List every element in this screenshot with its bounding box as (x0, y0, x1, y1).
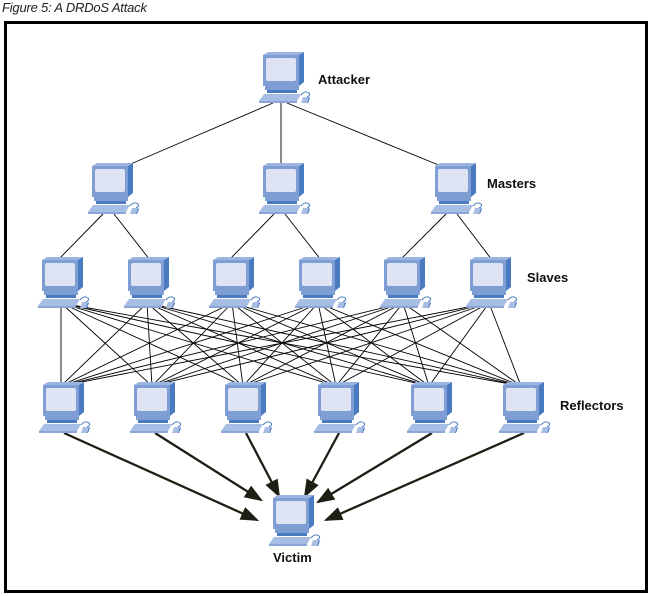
label-victim: Victim (273, 550, 312, 565)
master-computer-icon (259, 163, 311, 214)
computer-nodes (38, 52, 551, 546)
edge-slave-reflector (151, 302, 404, 387)
edge-slave-reflector (242, 302, 404, 387)
edge-master-slave (456, 213, 493, 261)
edge-master-slave (113, 213, 151, 261)
edge-slave-reflector (60, 302, 233, 387)
edge-slave-reflector (402, 302, 522, 387)
master-computer-icon (431, 163, 483, 214)
attack-arrows (63, 431, 525, 522)
edge-slave-reflector (488, 302, 522, 387)
edge-slave-reflector (231, 302, 337, 387)
edge-slave-reflector (60, 302, 522, 387)
arrow-reflector-victim (154, 432, 263, 502)
edge-slave-reflector (146, 302, 430, 387)
reflector-computer-icon (499, 382, 551, 433)
edge-attacker-master (286, 102, 442, 167)
edge-slave-reflector (242, 302, 319, 387)
edge-slave-reflector (428, 302, 490, 387)
edge-attacker-master (125, 102, 274, 167)
edge-slave-reflector (231, 302, 522, 387)
edge-slave-reflector (146, 302, 153, 387)
edge-slave-reflector (60, 302, 337, 387)
edge-slave-reflector (146, 302, 522, 387)
slave-computer-icon (209, 257, 261, 308)
victim-computer-icon (269, 495, 321, 546)
edge-slave-reflector (317, 302, 337, 387)
edge-slave-reflector (60, 302, 490, 387)
arrow-reflector-victim (323, 431, 525, 522)
slave-computer-icon (295, 257, 347, 308)
arrow-reflector-victim (63, 431, 260, 522)
edge-slave-reflector (146, 302, 244, 387)
edge-master-slave (284, 213, 322, 261)
label-masters: Masters (487, 176, 536, 191)
figure-caption: Figure 5: A DRDoS Attack (2, 0, 147, 15)
reflector-computer-icon (39, 382, 91, 433)
edge-slave-reflector (335, 302, 490, 387)
edge-slave-reflector (60, 302, 404, 387)
edge-slave-reflector (60, 302, 153, 387)
edge-slave-reflector (402, 302, 430, 387)
edge-slave-reflector (151, 302, 490, 387)
label-slaves: Slaves (527, 270, 568, 285)
reflector-computer-icon (314, 382, 366, 433)
edge-slave-reflector (242, 302, 490, 387)
arrow-reflector-victim (244, 432, 281, 499)
diagram-frame (4, 21, 648, 593)
master-computer-icon (88, 163, 140, 214)
tier-labels: Attacker Masters Slaves Reflectors Victi… (273, 72, 624, 565)
label-reflectors: Reflectors (560, 398, 624, 413)
edge-slave-reflector (146, 302, 337, 387)
arrow-reflector-victim (303, 432, 341, 499)
slave-computer-icon (466, 257, 518, 308)
arrow-reflector-victim (316, 432, 433, 504)
reflector-computer-icon (407, 382, 459, 433)
edge-slave-reflector (317, 302, 522, 387)
slave-computer-icon (380, 257, 432, 308)
reflector-computer-icon (221, 382, 273, 433)
label-attacker: Attacker (318, 72, 370, 87)
slave-computer-icon (38, 257, 90, 308)
edge-slave-reflector (60, 302, 430, 387)
attacker-computer-icon (259, 52, 311, 103)
slave-computer-icon (124, 257, 176, 308)
edge-master-slave (57, 213, 104, 261)
edge-slave-reflector (231, 302, 430, 387)
edge-slave-reflector (60, 302, 319, 387)
edge-slave-reflector (60, 302, 148, 387)
edge-master-slave (228, 213, 275, 261)
edge-slave-reflector (60, 302, 244, 387)
edge-master-slave (399, 213, 447, 261)
edge-slave-reflector (151, 302, 319, 387)
edge-slave-reflector (335, 302, 404, 387)
edge-slave-reflector (231, 302, 244, 387)
reflector-computer-icon (130, 382, 182, 433)
edge-slave-reflector (151, 302, 233, 387)
edge-slave-reflector (317, 302, 430, 387)
connection-lines (57, 102, 522, 387)
